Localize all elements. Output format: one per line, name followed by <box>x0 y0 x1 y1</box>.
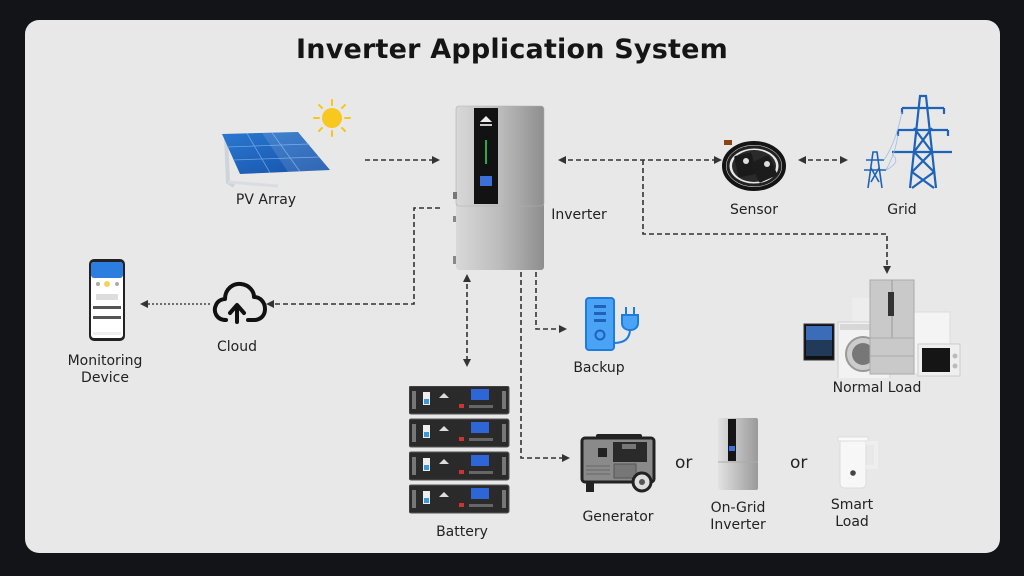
on-grid-inverter-label-line2: Inverter <box>710 517 766 533</box>
pv-array-label: PV Array <box>235 192 297 208</box>
smart-load-label-line1: Smart <box>830 497 874 513</box>
sensor-label: Sensor <box>730 202 778 218</box>
or-separator-1: or <box>675 453 693 473</box>
battery-label: Battery <box>436 524 488 540</box>
smartphone-icon <box>89 259 125 341</box>
battery-rack-icon <box>409 386 510 514</box>
connector-inverter-normal-load <box>642 160 891 274</box>
on-grid-inverter-icon <box>718 418 758 490</box>
smart-load-label: Smart Load <box>818 497 886 531</box>
home-appliances-icon <box>803 279 961 378</box>
generator-icon <box>580 434 656 493</box>
inverter-label: Inverter <box>551 207 607 223</box>
connector-inverter-backup <box>535 272 567 333</box>
on-grid-inverter-label: On-Grid Inverter <box>700 500 776 534</box>
or-separator-2: or <box>790 453 808 473</box>
normal-load-label: Normal Load <box>832 380 922 396</box>
monitoring-device-label-line1: Monitoring <box>67 353 143 369</box>
monitoring-device-label-line2: Device <box>81 370 129 386</box>
cloud-label: Cloud <box>217 339 257 355</box>
solar-panel-icon <box>222 132 330 188</box>
sun-icon <box>313 99 351 137</box>
generator-label: Generator <box>582 509 654 525</box>
kettle-icon <box>837 436 878 489</box>
connector-inverter-generator <box>520 272 570 462</box>
current-sensor-icon <box>722 140 786 191</box>
smart-load-label-line2: Load <box>835 514 869 530</box>
diagram-title: Inverter Application System <box>296 34 728 65</box>
inverter-icon <box>453 105 545 270</box>
on-grid-inverter-label-line1: On-Grid <box>710 500 766 516</box>
cloud-upload-icon <box>212 281 267 324</box>
monitoring-device-label: Monitoring Device <box>58 353 152 387</box>
grid-label: Grid <box>887 202 917 218</box>
power-tower-icon <box>864 94 952 189</box>
backup-label: Backup <box>573 360 625 376</box>
connector-inverter-cloud <box>266 207 440 308</box>
backup-power-icon <box>585 297 639 351</box>
